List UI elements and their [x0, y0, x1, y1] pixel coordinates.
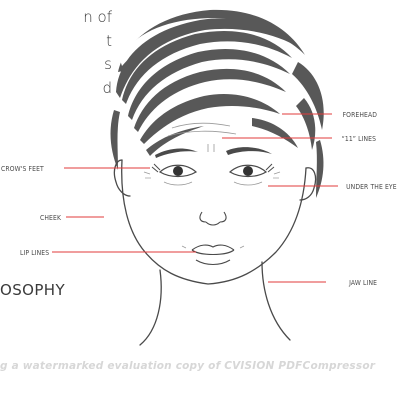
label-forehead: FOREHEAD — [343, 110, 377, 119]
label-under-eye: UNDER THE EYE — [346, 182, 397, 191]
face-outline — [114, 160, 315, 345]
lashes — [152, 164, 274, 172]
nose — [200, 212, 226, 225]
lips — [192, 245, 234, 264]
watermark-text: g a watermarked evaluation copy of CVISI… — [0, 360, 403, 372]
label-crows-feet: CROW'S FEET — [1, 164, 44, 173]
pupils — [173, 166, 253, 176]
label-cheek: CHEEK — [40, 213, 61, 222]
label-eleven-lines: “11” LINES — [341, 134, 376, 143]
label-jaw-line: JAW LINE — [349, 278, 377, 287]
leader-lines — [52, 114, 338, 282]
label-lip-lines: LIP LINES — [20, 248, 49, 257]
hair-strands — [111, 10, 324, 198]
eyebrows — [155, 147, 272, 158]
